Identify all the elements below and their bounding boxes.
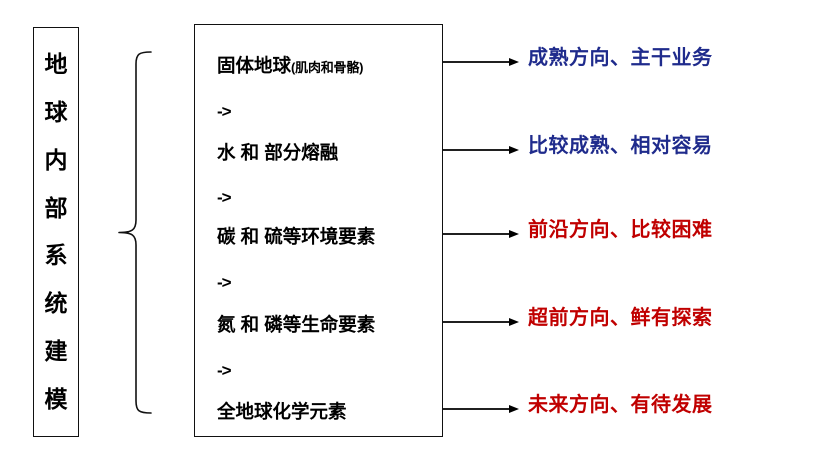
stage-2-main-text: 水 和 部分熔融 [217, 142, 339, 163]
assessment-label-3: 前沿方向、比较困难 [528, 219, 713, 241]
right-arrow-icon-1 [443, 56, 519, 68]
stage-separator-1: -> [217, 102, 232, 121]
stage-5-main-text: 全地球化学元素 [217, 401, 347, 422]
assessment-label-4: 超前方向、鲜有探索 [528, 307, 713, 329]
vertical-title-char-2: 球 [44, 98, 68, 125]
vertical-title-char-4: 部 [44, 194, 68, 221]
stage-row-3: 碳 和 硫等环境要素 [217, 226, 376, 247]
vertical-title-char-3: 内 [44, 146, 68, 173]
assessment-label-2: 比较成熟、相对容易 [528, 135, 713, 157]
right-arrow-icon-3 [443, 228, 519, 240]
stage-separator-4: -> [217, 361, 232, 380]
stage-row-1: 固体地球(肌肉和骨骼) [217, 55, 364, 76]
stage-1-sub-text: (肌肉和骨骼) [291, 60, 364, 75]
vertical-title-char-8: 模 [44, 386, 68, 412]
right-arrow-icon-2 [443, 144, 519, 156]
stage-3-main-text: 碳 和 硫等环境要素 [217, 226, 376, 247]
vertical-title-char-7: 建 [44, 338, 68, 365]
left-curly-brace-icon [105, 50, 153, 415]
assessment-label-5: 未来方向、有待发展 [528, 394, 713, 416]
right-arrow-icon-4 [443, 316, 519, 328]
stage-row-5: 全地球化学元素 [217, 401, 347, 422]
stage-list-box: 固体地球(肌肉和骨骼) -> 水 和 部分熔融 -> 碳 和 硫等环境要素 ->… [194, 24, 443, 437]
stage-1-main-text: 固体地球 [217, 55, 292, 76]
right-arrow-icon-5 [443, 403, 519, 415]
vertical-title-box: 地 球 内 部 系 统 建 模 [33, 27, 79, 437]
assessment-label-1: 成熟方向、主干业务 [528, 47, 713, 69]
stage-row-2: 水 和 部分熔融 [217, 142, 339, 163]
stage-4-main-text: 氮 和 磷等生命要素 [217, 314, 376, 335]
stage-list: 固体地球(肌肉和骨骼) -> 水 和 部分熔融 -> 碳 和 硫等环境要素 ->… [195, 25, 442, 436]
stage-separator-2: -> [217, 188, 232, 207]
vertical-title-char-6: 统 [44, 290, 68, 317]
vertical-title-char-5: 系 [44, 242, 68, 269]
stage-row-4: 氮 和 磷等生命要素 [217, 314, 376, 335]
stage-separator-3: -> [217, 273, 232, 292]
vertical-title-char-1: 地 [44, 50, 68, 77]
